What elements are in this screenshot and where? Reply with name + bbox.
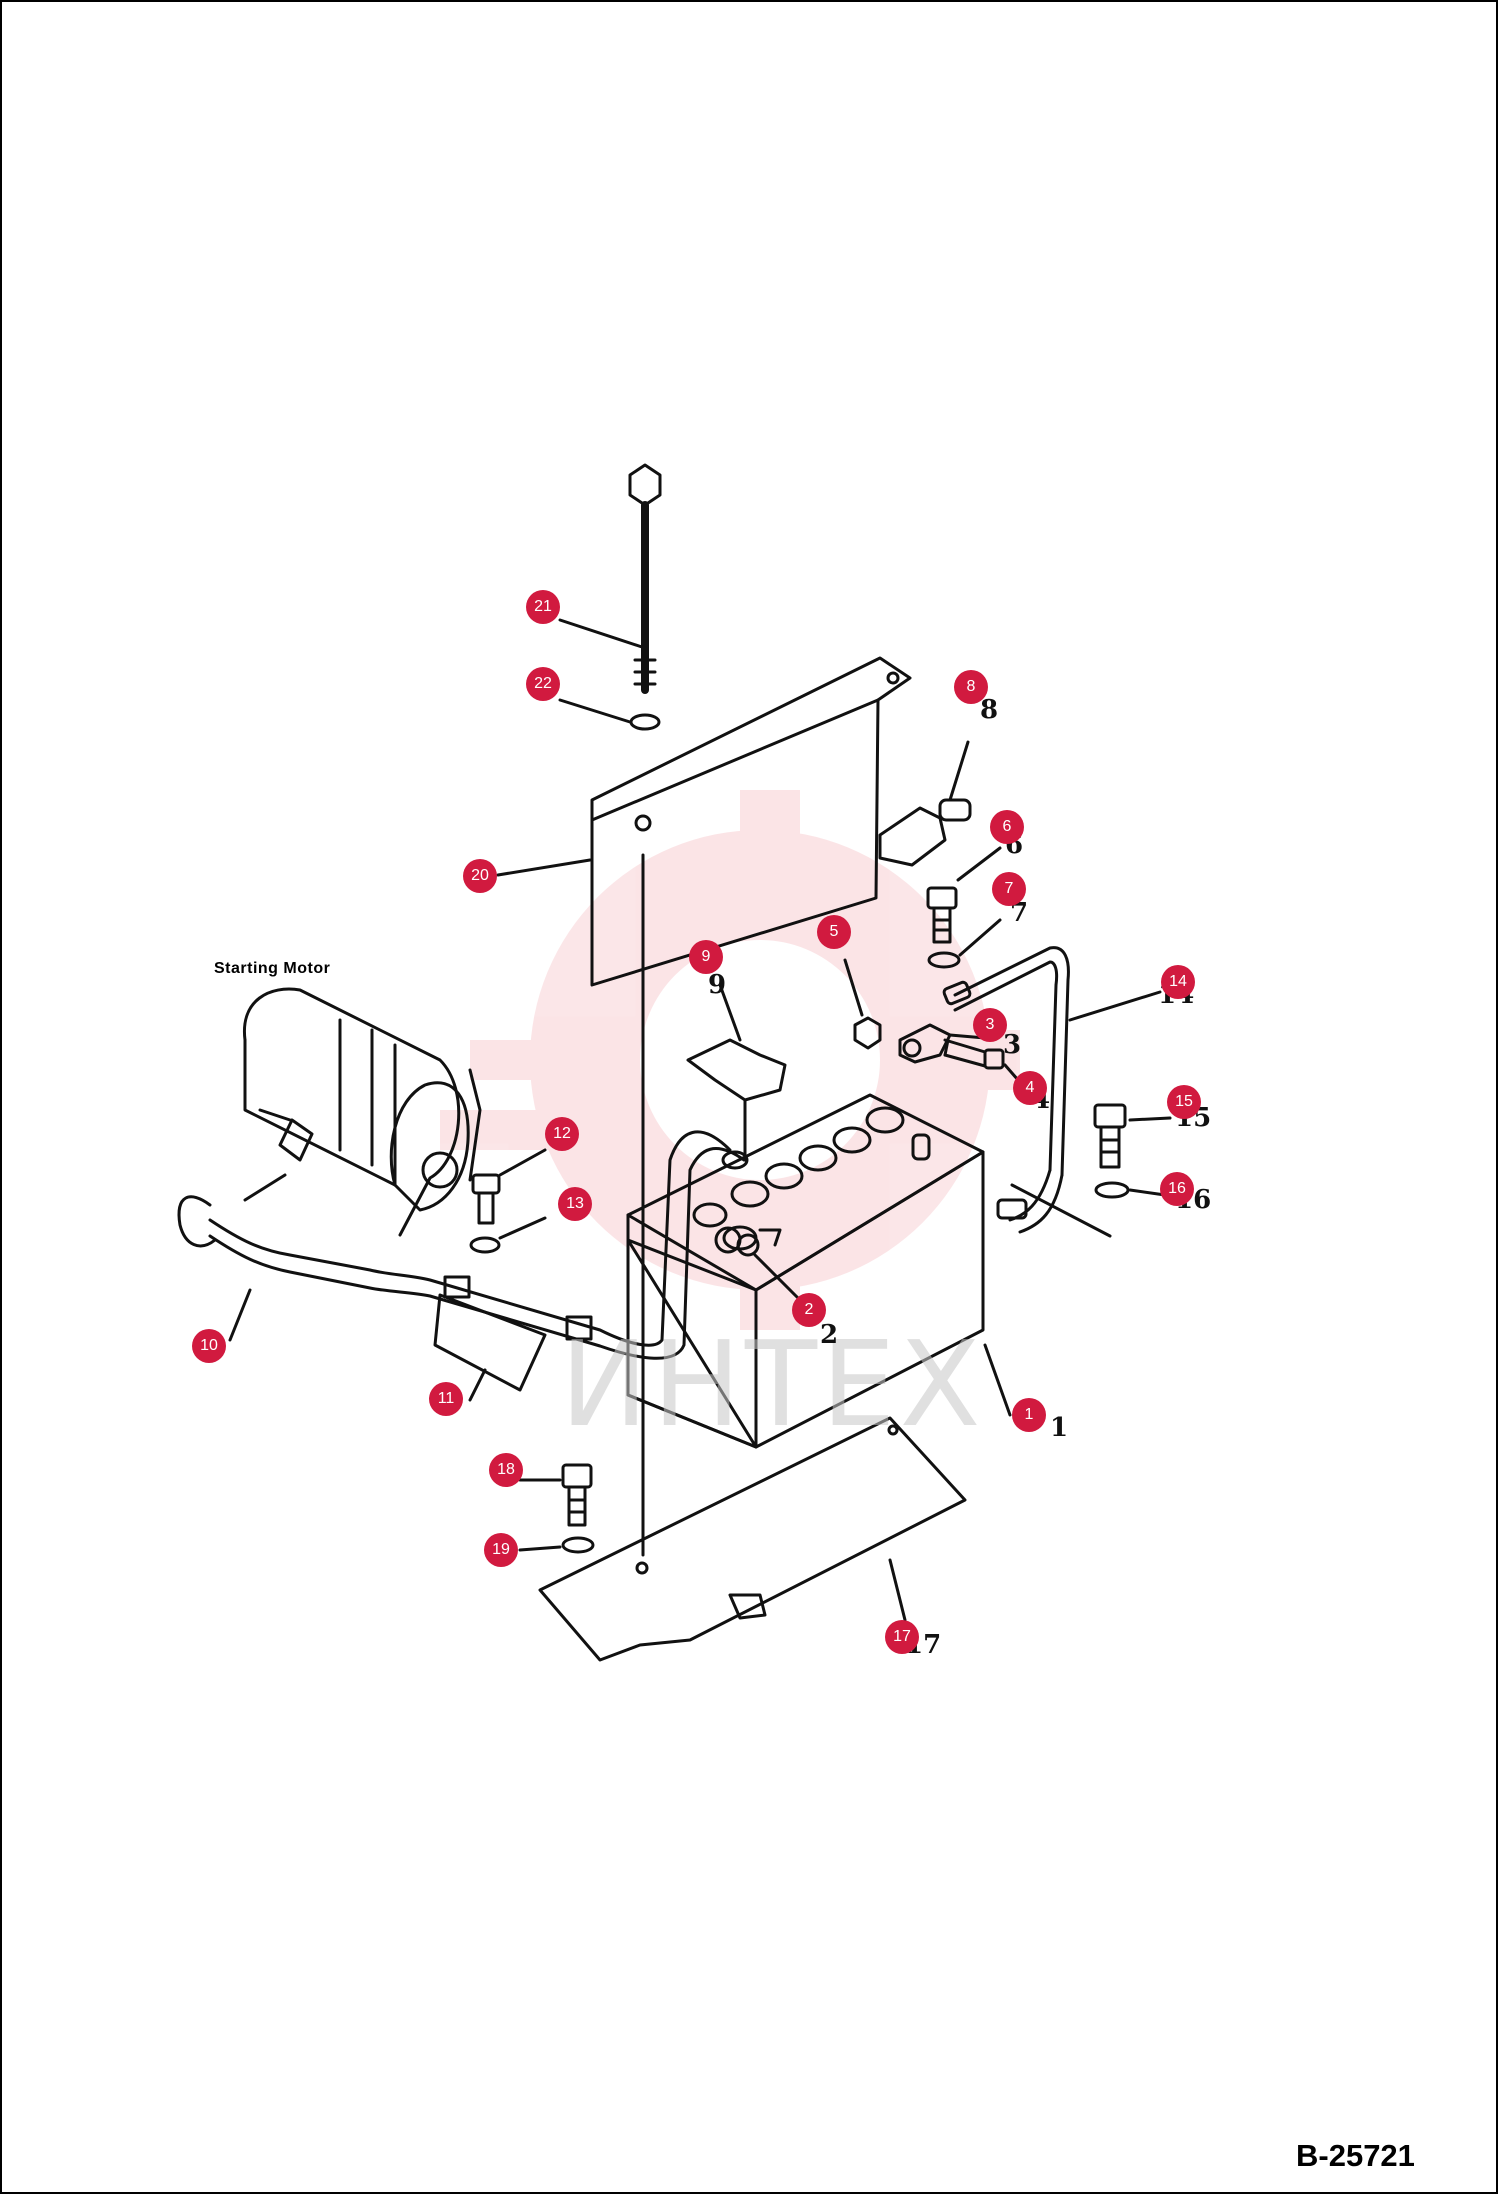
callout-marker-3[interactable]: 3 — [973, 1008, 1007, 1042]
part-number: 9 — [708, 970, 727, 1000]
callout-marker-10[interactable]: 10 — [192, 1329, 226, 1363]
nut-5 — [853, 1016, 882, 1050]
leader-22 — [558, 698, 632, 724]
callout-marker-18[interactable]: 18 — [489, 1453, 523, 1487]
leader-21 — [558, 618, 647, 650]
callout-marker-14[interactable]: 14 — [1161, 965, 1195, 999]
callout-marker-15[interactable]: 15 — [1167, 1085, 1201, 1119]
watermark-text: ИНТЕХ — [560, 1315, 985, 1453]
battery-terminal-2 — [714, 1226, 782, 1257]
washer-13 — [469, 1236, 501, 1254]
terminal-cap-9 — [686, 1038, 787, 1162]
washer-16 — [1094, 1181, 1130, 1199]
tie-rod — [628, 463, 662, 694]
callout-marker-4[interactable]: 4 — [1013, 1071, 1047, 1105]
terminal-3 — [898, 1023, 952, 1064]
part-number: 3 — [1003, 1030, 1022, 1060]
diagram-code: B-25721 — [1296, 2138, 1415, 2173]
cable-lead — [243, 1173, 287, 1202]
part-number: 2 — [820, 1320, 839, 1350]
bolt-15 — [1093, 1103, 1127, 1169]
callout-marker-22[interactable]: 22 — [526, 667, 560, 701]
callout-marker-12[interactable]: 12 — [545, 1117, 579, 1151]
starting-motor — [242, 987, 482, 1237]
motor-label: Starting Motor — [214, 960, 331, 977]
callout-marker-11[interactable]: 11 — [429, 1382, 463, 1416]
callout-marker-17[interactable]: 17 — [885, 1620, 919, 1654]
callout-marker-9[interactable]: 9 — [689, 940, 723, 974]
callout-marker-5[interactable]: 5 — [817, 915, 851, 949]
washer-7 — [927, 951, 961, 969]
clamp-plate — [433, 1293, 547, 1392]
leader-10 — [228, 1288, 252, 1342]
callout-marker-21[interactable]: 21 — [526, 590, 560, 624]
callout-marker-13[interactable]: 13 — [558, 1187, 592, 1221]
bolt-18 — [561, 1463, 593, 1527]
floor-bracket — [538, 1416, 967, 1662]
battery — [626, 1093, 985, 1449]
battery-cover — [590, 656, 912, 987]
washer-22 — [629, 713, 661, 731]
washer-19 — [561, 1536, 595, 1554]
callout-marker-16[interactable]: 16 — [1160, 1172, 1194, 1206]
bolt-6 — [926, 886, 958, 944]
bolt-12 — [471, 1173, 501, 1225]
part-number: 7 — [1010, 898, 1029, 928]
callout-marker-20[interactable]: 20 — [463, 859, 497, 893]
part-number: 1 — [1050, 1413, 1069, 1443]
callout-marker-7[interactable]: 7 — [992, 872, 1026, 906]
callout-marker-8[interactable]: 8 — [954, 670, 988, 704]
part-number: 8 — [980, 695, 999, 725]
leader-11 — [468, 1368, 487, 1402]
callout-marker-1[interactable]: 1 — [1012, 1398, 1046, 1432]
callout-marker-19[interactable]: 19 — [484, 1533, 518, 1567]
cable-10 — [177, 1130, 749, 1360]
cable-14 — [942, 946, 1070, 1234]
terminal-cap-8 — [878, 798, 972, 867]
callout-marker-2[interactable]: 2 — [792, 1293, 826, 1327]
callout-marker-6[interactable]: 6 — [990, 810, 1024, 844]
bolt-4 — [943, 1038, 1005, 1070]
leader-20 — [496, 858, 592, 877]
